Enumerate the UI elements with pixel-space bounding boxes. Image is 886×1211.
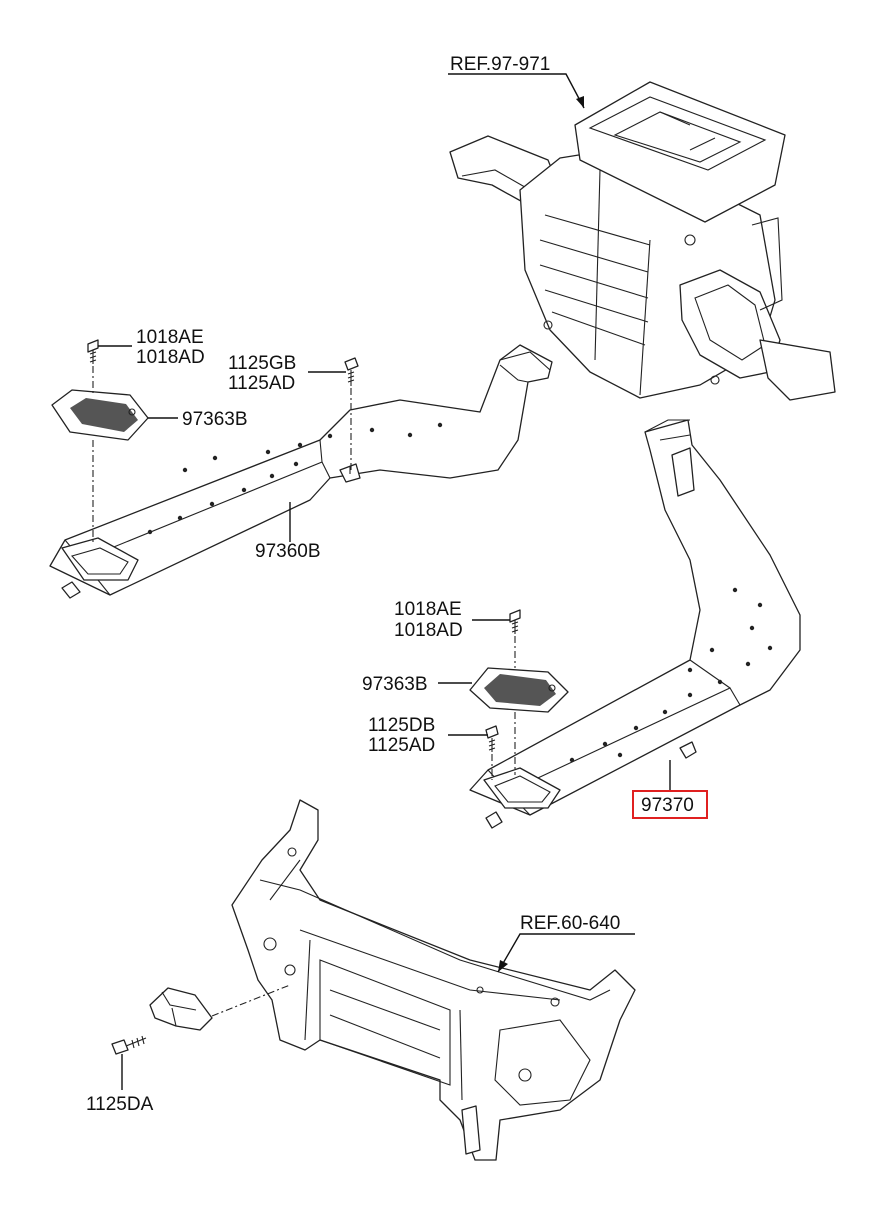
label-screw-mid-2: 1018AD <box>394 620 463 641</box>
label-bolt-mid-2: 1125AD <box>368 735 435 756</box>
grille-97363b-right <box>469 667 569 713</box>
label-bolt-top-2: 1125AD <box>228 373 295 394</box>
hvac-unit <box>449 81 836 401</box>
screw-middle-right <box>509 609 521 634</box>
bolt-bottom-left <box>111 1035 147 1055</box>
bolt-top-middle <box>344 357 359 386</box>
label-duct-left: 97360B <box>255 541 321 562</box>
label-bolt-bottom: 1125DA <box>86 1094 154 1115</box>
leader-lines <box>98 73 671 1090</box>
duct-97360b <box>49 344 553 599</box>
label-screw-mid-1: 1018AE <box>394 599 462 620</box>
label-grille-right: 97363B <box>362 674 428 695</box>
grille-97363b-left <box>51 389 149 441</box>
duct-97370 <box>469 419 801 829</box>
label-screw-top-1: 1018AE <box>136 327 204 348</box>
highlight-box <box>632 790 708 819</box>
label-screw-top-2: 1018AD <box>136 347 205 368</box>
label-bolt-mid-1: 1125DB <box>368 715 435 736</box>
label-grille-left: 97363B <box>182 409 248 430</box>
sensor-bracket <box>149 987 213 1031</box>
bolt-middle-right <box>485 725 499 752</box>
screw-top-left <box>87 339 99 364</box>
label-ref-hvac: REF.97-971 <box>450 54 550 75</box>
label-ref-carrier: REF.60-640 <box>520 913 620 934</box>
front-end-carrier <box>231 799 636 1161</box>
label-bolt-top-1: 1125GB <box>228 353 296 374</box>
label-duct-right: 97370 <box>641 795 694 816</box>
